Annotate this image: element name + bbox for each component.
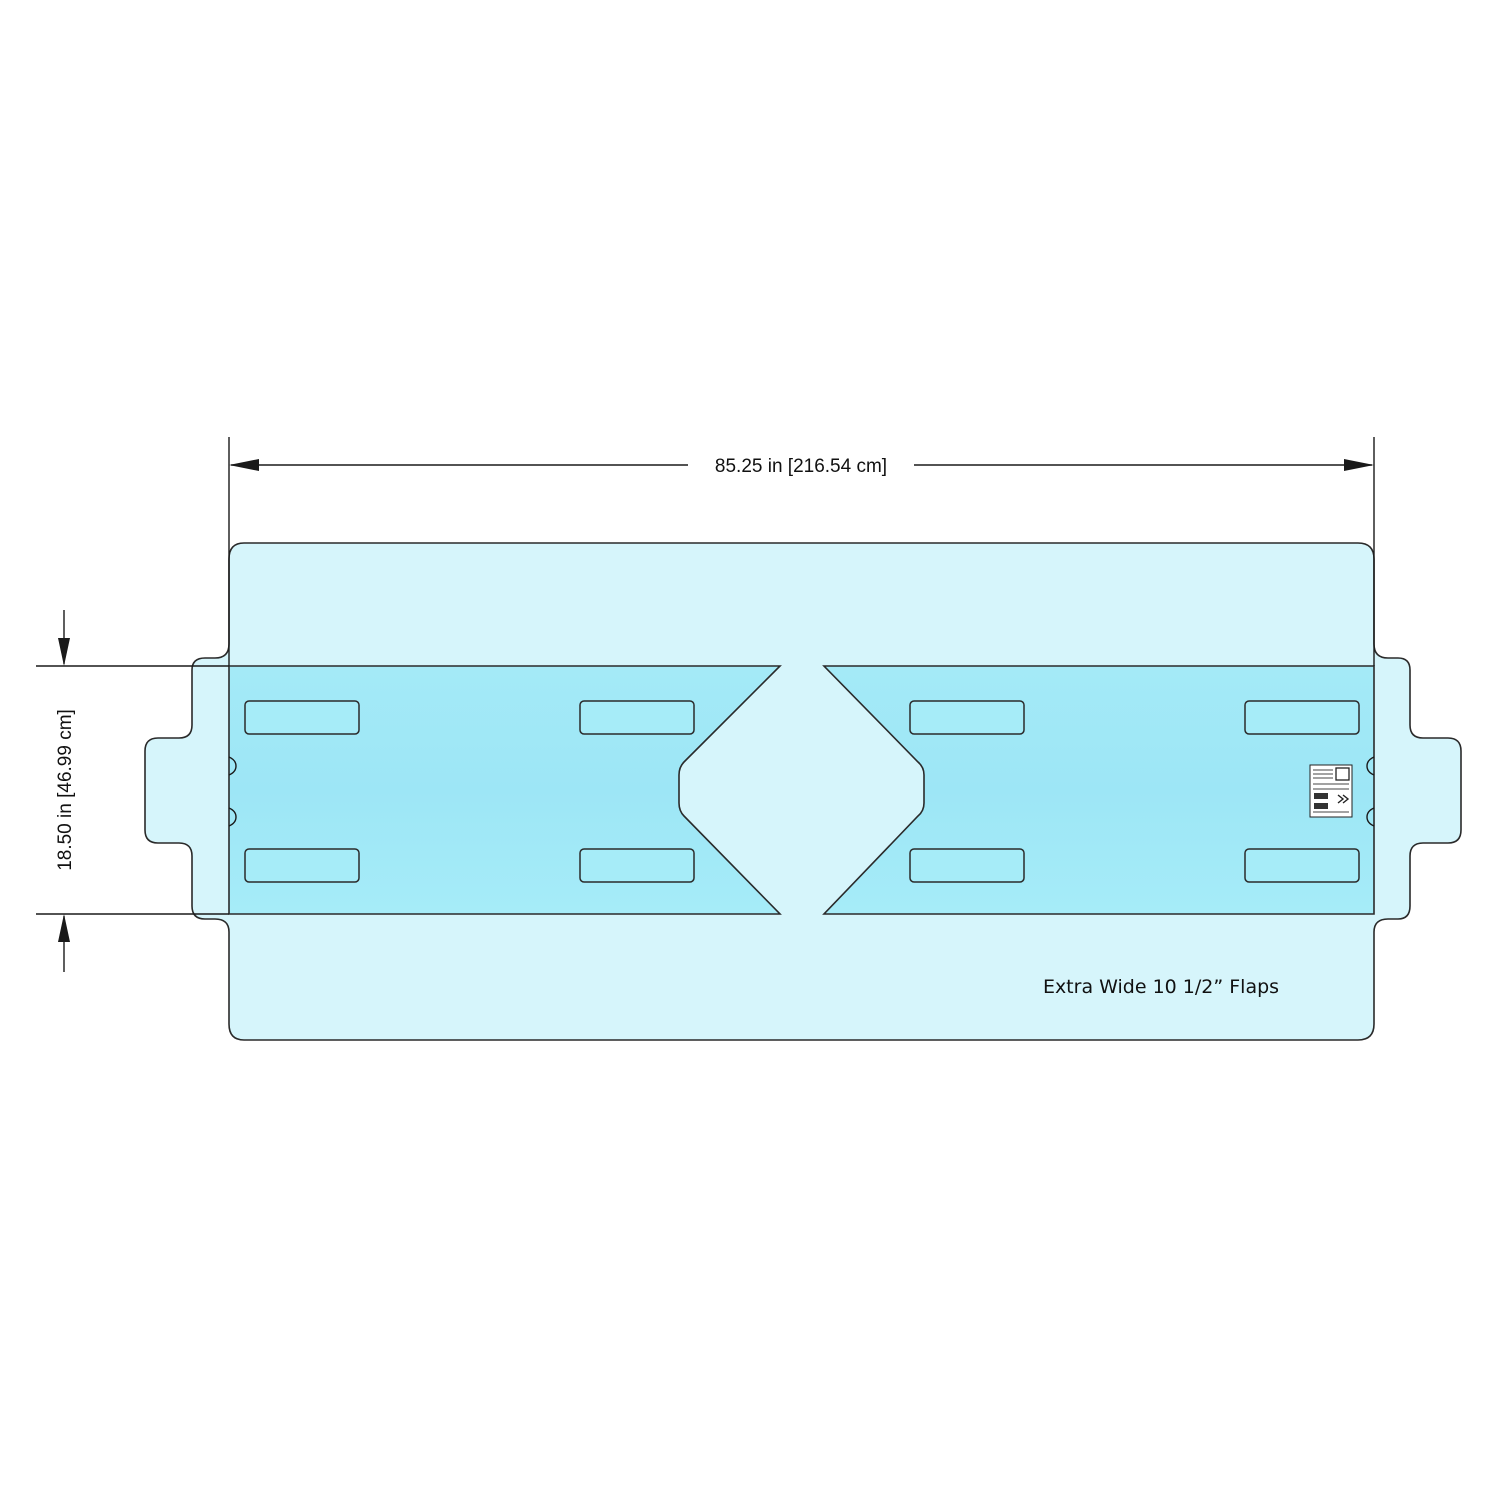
- slot: [1244, 848, 1360, 883]
- left-arrow-icon: [229, 459, 259, 471]
- product-label-icon: [1309, 764, 1353, 818]
- height-dimension: 18.50 in [46.99 cm]: [36, 610, 229, 972]
- slot: [1244, 700, 1360, 735]
- slot: [909, 700, 1025, 735]
- caption: Extra Wide 10 1/2” Flaps: [1043, 976, 1279, 998]
- right-notch: [1366, 756, 1375, 776]
- height-label: 18.50 in [46.99 cm]: [55, 709, 76, 871]
- left-notch: [228, 756, 237, 776]
- right-notch-2: [1366, 807, 1375, 827]
- slot: [909, 848, 1025, 883]
- slot: [244, 700, 360, 735]
- width-label: 85.25 in [216.54 cm]: [715, 456, 887, 477]
- down-arrow-icon: [58, 638, 70, 666]
- right-arrow-icon: [1344, 459, 1374, 471]
- slot: [579, 848, 695, 883]
- up-arrow-icon: [58, 914, 70, 942]
- slot: [579, 700, 695, 735]
- left-notch-2: [228, 807, 237, 827]
- slot: [244, 848, 360, 883]
- width-dimension: 85.25 in [216.54 cm]: [228, 437, 1375, 666]
